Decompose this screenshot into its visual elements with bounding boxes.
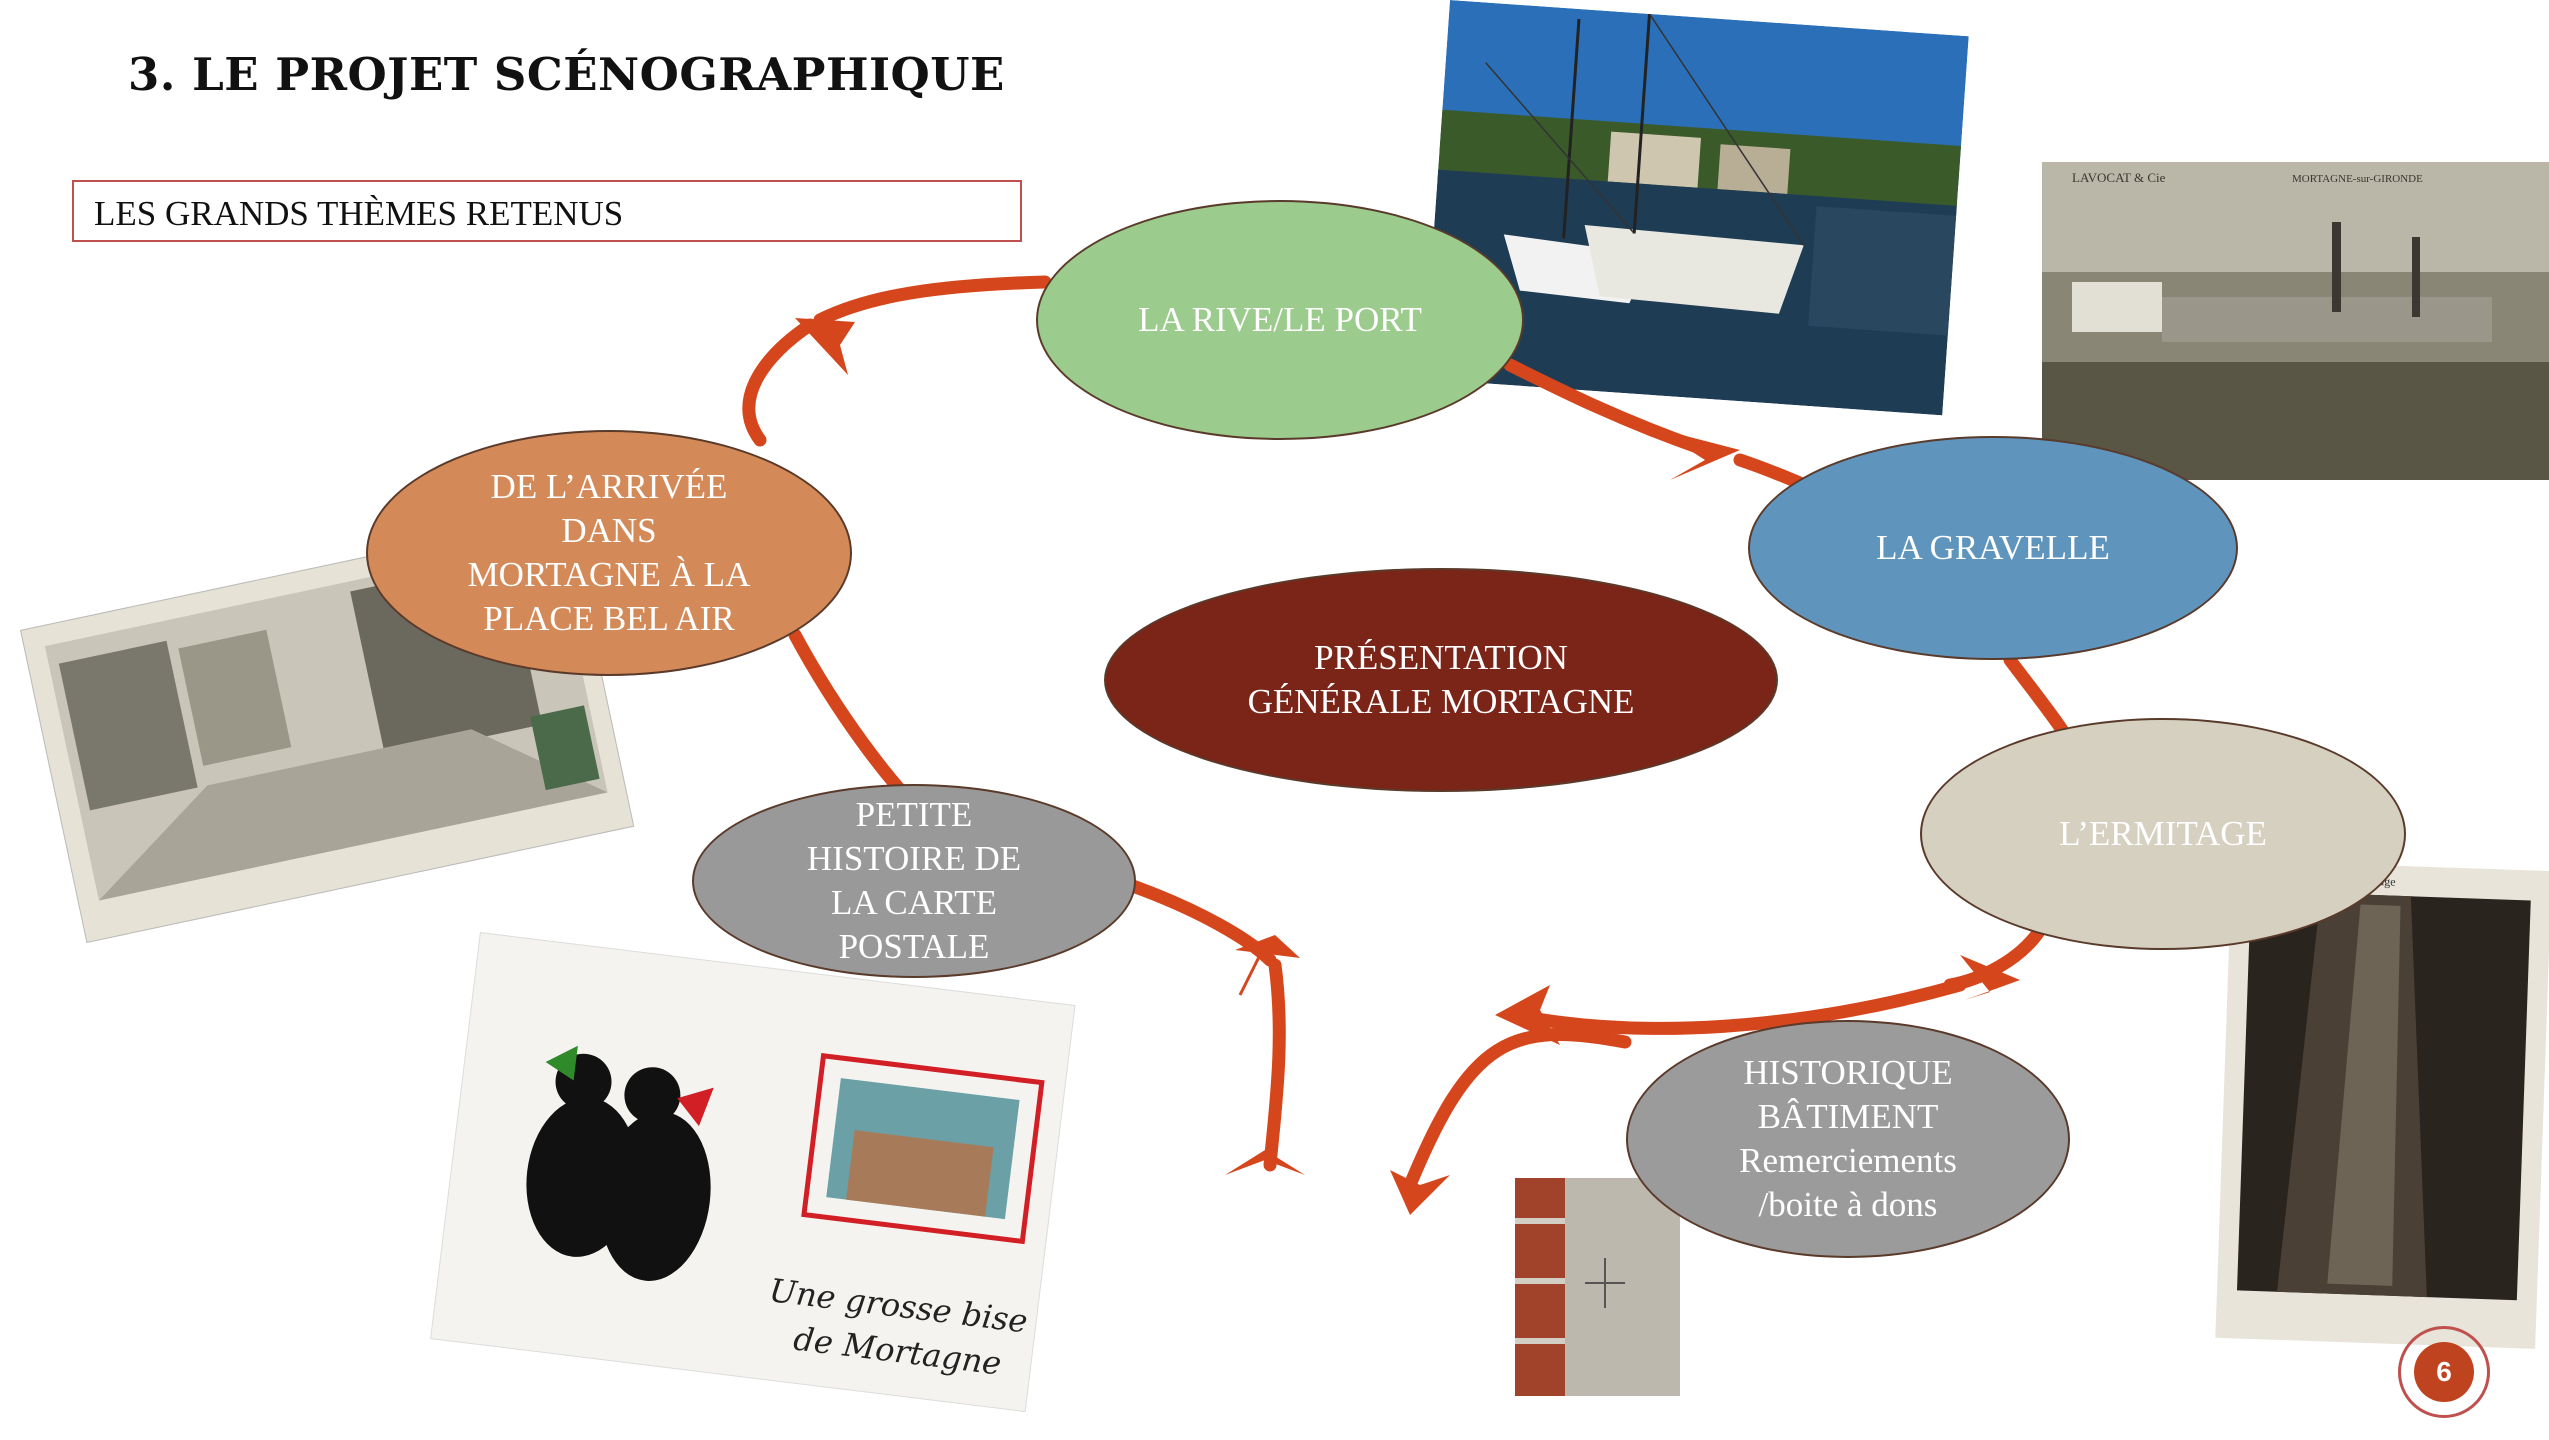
page-number-badge: 6 [2398, 1326, 2490, 1418]
slide-title: 3. LE PROJET SCÉNOGRAPHIQUE [128, 48, 1005, 101]
node-rive-port-label: LA RIVE/LE PORT [1138, 300, 1422, 339]
svg-text:LAVOCAT & Cie: LAVOCAT & Cie [2072, 170, 2166, 185]
node-gravelle: LA GRAVELLE [1748, 436, 2238, 660]
node-arrivee-label: DE L’ARRIVÉE DANS MORTAGNE À LA PLACE BE… [467, 467, 751, 638]
node-historique: HISTORIQUE BÂTIMENT Remerciements /boite… [1626, 1020, 2070, 1258]
node-carte-postale: PETITE HISTOIRE DE LA CARTE POSTALE [692, 784, 1136, 978]
node-ermitage: L’ERMITAGE [1920, 718, 2406, 950]
node-gravelle-label: LA GRAVELLE [1876, 528, 2110, 567]
staircase-postcard: L’Ermitage [2215, 860, 2549, 1349]
subtitle-text: LES GRANDS THÈMES RETENUS [94, 194, 624, 233]
subtitle-box: LES GRANDS THÈMES RETENUS [72, 180, 1022, 242]
harbor-photo [1423, 0, 1969, 416]
node-historique-label: HISTORIQUE BÂTIMENT Remerciements /boite… [1739, 1053, 1957, 1224]
node-arrivee: DE L’ARRIVÉE DANS MORTAGNE À LA PLACE BE… [366, 430, 852, 676]
node-center-presentation-label: PRÉSENTATION GÉNÉRALE MORTAGNE [1247, 638, 1635, 721]
node-rive-port: LA RIVE/LE PORT [1036, 200, 1524, 440]
page-number: 6 [2414, 1342, 2474, 1402]
node-carte-postale-label: PETITE HISTOIRE DE LA CARTE POSTALE [806, 795, 1022, 966]
stone-wall-photo [1515, 1178, 1680, 1396]
cats-postcard: Une grosse bise de Mortagne [430, 932, 1076, 1413]
node-center-presentation: PRÉSENTATION GÉNÉRALE MORTAGNE [1104, 568, 1778, 792]
factory-postcard: LAVOCAT & Cie MORTAGNE-sur-GIRONDE [2042, 162, 2549, 480]
node-ermitage-label: L’ERMITAGE [2059, 814, 2267, 853]
svg-text:MORTAGNE-sur-GIRONDE: MORTAGNE-sur-GIRONDE [2292, 173, 2423, 185]
